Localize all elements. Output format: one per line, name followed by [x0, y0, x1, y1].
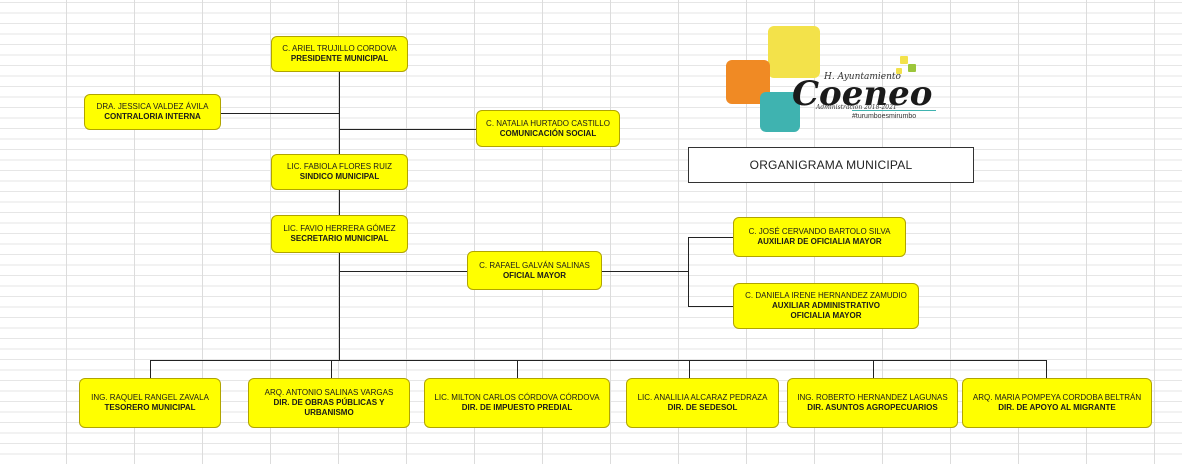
node-sedesol: LIC. ANALILIA ALCARAZ PEDRAZA DIR. DE SE…: [626, 378, 779, 428]
node-oficial: C. RAFAEL GALVÁN SALINAS OFICIAL MAYOR: [467, 251, 602, 290]
node-migrante: ARQ. MARIA POMPEYA CORDOBA BELTRÁN DIR. …: [962, 378, 1152, 428]
logo-underline: [852, 110, 936, 111]
node-role: SECRETARIO MUNICIPAL: [290, 234, 389, 243]
node-name: ARQ. ANTONIO SALINAS VARGAS: [264, 388, 394, 397]
node-role: DIR. DE SEDESOL: [667, 403, 738, 412]
logo-line3: Administración 2018-2021: [816, 104, 897, 111]
node-name: C. JOSÉ CERVANDO BARTOLO SILVA: [748, 227, 891, 236]
node-name: ARQ. MARIA POMPEYA CORDOBA BELTRÁN: [972, 393, 1142, 402]
node-predial: LIC. MILTON CARLOS CÓRDOVA CÓRDOVA DIR. …: [424, 378, 610, 428]
node-name: LIC. MILTON CARLOS CÓRDOVA CÓRDOVA: [434, 393, 600, 402]
node-aux-oficialia: C. JOSÉ CERVANDO BARTOLO SILVA AUXILIAR …: [733, 217, 906, 257]
node-agro: ING. ROBERTO HERNANDEZ LAGUNAS DIR. ASUN…: [787, 378, 958, 428]
connector-drop-3: [517, 360, 518, 378]
node-role: DIR. DE OBRAS PÚBLICAS Y: [273, 398, 385, 407]
node-role: COMUNICACIÓN SOCIAL: [499, 128, 597, 138]
node-sindico: LIC. FABIOLA FLORES RUIZ SINDICO MUNICIP…: [271, 154, 408, 190]
connector-oficial: [339, 271, 467, 272]
node-name: C. DANIELA IRENE HERNANDEZ ZAMUDIO: [745, 291, 907, 300]
node-contraloria: DRA. JESSICA VALDEZ ÁVILA CONTRALORIA IN…: [84, 94, 221, 130]
logo-line2: Coeneo: [792, 74, 933, 114]
node-name: LIC. FABIOLA FLORES RUIZ: [287, 162, 392, 171]
node-obras: ARQ. ANTONIO SALINAS VARGAS DIR. DE OBRA…: [248, 378, 410, 428]
connector-aux-oficialia: [688, 237, 733, 238]
node-role: DIR. DE APOYO AL MIGRANTE: [998, 403, 1116, 412]
logo-pixel-1: [900, 56, 908, 64]
logo-square-yellow: [768, 26, 820, 78]
node-aux-admin: C. DANIELA IRENE HERNANDEZ ZAMUDIO AUXIL…: [733, 283, 919, 329]
node-name: C. NATALIA HURTADO CASTILLO: [486, 118, 610, 128]
node-role: TESORERO MUNICIPAL: [104, 403, 196, 412]
node-role: OFICIAL MAYOR: [502, 270, 567, 280]
connector-drop-2: [331, 360, 332, 378]
connector-drop-5: [873, 360, 874, 378]
connector-comunicacion: [339, 129, 476, 130]
node-role: DIR. DE IMPUESTO PREDIAL: [461, 403, 573, 412]
logo-line4: #turumboesmirumbo: [852, 113, 917, 120]
connector-contraloria: [220, 113, 340, 114]
connector-aux-vertical: [688, 237, 689, 307]
node-role: AUXILIAR ADMINISTRATIVO: [772, 301, 880, 310]
node-name: C. RAFAEL GALVÁN SALINAS: [479, 260, 590, 270]
node-name: C. ARIEL TRUJILLO CORDOVA: [282, 44, 397, 53]
chart-title: ORGANIGRAMA MUNICIPAL: [688, 147, 974, 183]
node-name: LIC. ANALILIA ALCARAZ PEDRAZA: [637, 393, 768, 402]
node-tesorero: ING. RAQUEL RANGEL ZAVALA TESORERO MUNIC…: [79, 378, 221, 428]
connector-drop-6: [1046, 360, 1047, 378]
municipal-logo: H. Ayuntamiento Coeneo Administración 20…: [720, 22, 950, 137]
connector-oficial-right: [602, 271, 688, 272]
logo-square-teal: [760, 92, 800, 132]
node-name: ING. ROBERTO HERNANDEZ LAGUNAS: [797, 393, 948, 402]
node-role: AUXILIAR DE OFICIALIA MAYOR: [757, 237, 882, 246]
connector-bottom-bus: [150, 360, 1046, 361]
logo-pixel-3: [896, 68, 902, 74]
connector-drop-4: [689, 360, 690, 378]
node-role: CONTRALORIA INTERNA: [104, 112, 201, 121]
node-role: SINDICO MUNICIPAL: [299, 172, 380, 181]
node-role: PRESIDENTE MUNICIPAL: [290, 54, 389, 63]
node-name: DRA. JESSICA VALDEZ ÁVILA: [96, 102, 209, 111]
node-name: ING. RAQUEL RANGEL ZAVALA: [91, 393, 209, 402]
logo-line1: H. Ayuntamiento: [824, 72, 901, 82]
connector-drop-1: [150, 360, 151, 378]
node-role: DIR. ASUNTOS AGROPECUARIOS: [807, 403, 938, 412]
node-comunicacion: C. NATALIA HURTADO CASTILLO COMUNICACIÓN…: [476, 110, 620, 147]
node-name: LIC. FAVIO HERRERA GÓMEZ: [283, 224, 396, 233]
logo-pixel-2: [908, 64, 916, 72]
node-presidente: C. ARIEL TRUJILLO CORDOVA PRESIDENTE MUN…: [271, 36, 408, 72]
node-secretario: LIC. FAVIO HERRERA GÓMEZ SECRETARIO MUNI…: [271, 215, 408, 253]
node-role-2: URBANISMO: [304, 408, 354, 417]
connector-aux-admin: [688, 306, 733, 307]
node-role-2: OFICIALIA MAYOR: [790, 311, 862, 320]
